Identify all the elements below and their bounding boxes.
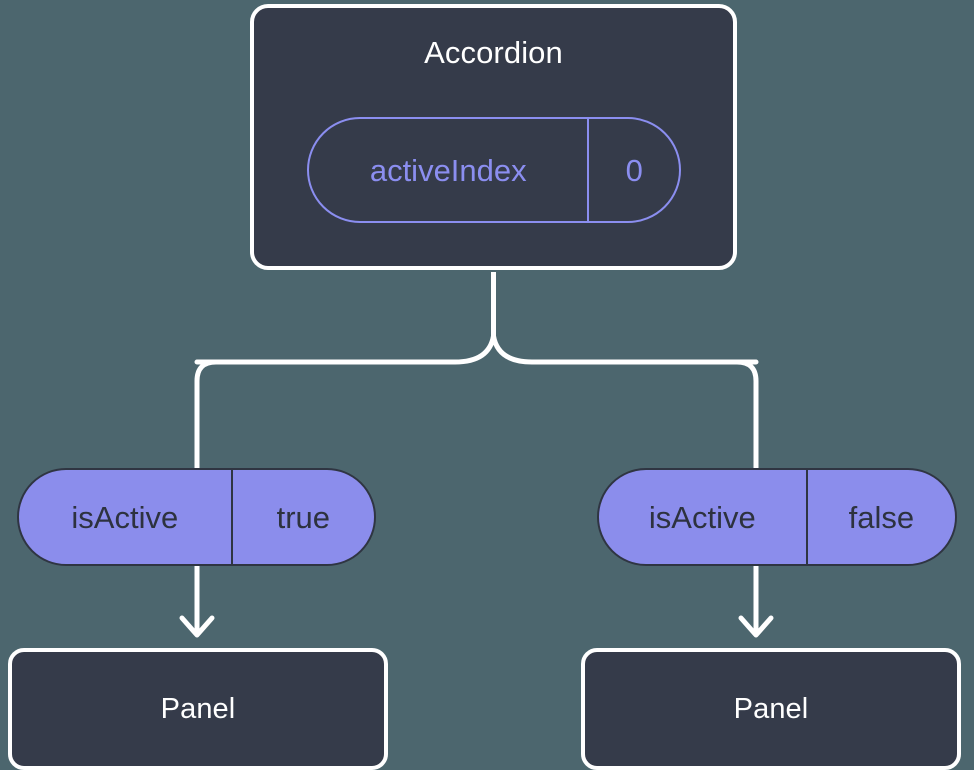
node-panel-right-title: Panel <box>733 692 809 725</box>
node-panel-left-title: Panel <box>160 692 236 725</box>
edge-fork-left <box>194 333 496 365</box>
edge-to-pill-right <box>734 359 759 473</box>
state-pill-activeindex[interactable]: activeIndex 0 <box>307 117 681 223</box>
node-panel-right[interactable]: Panel <box>581 648 961 770</box>
prop-pill-left-value: true <box>230 470 374 564</box>
prop-pill-left-key: isActive <box>71 499 179 535</box>
edge-fork-right <box>491 333 759 365</box>
node-panel-left[interactable]: Panel <box>8 648 388 770</box>
arrowhead-right-icon <box>738 615 774 638</box>
prop-pill-isactive-false[interactable]: isActive false <box>597 468 957 566</box>
prop-pill-right-value: false <box>805 470 955 564</box>
arrowhead-left-icon <box>179 615 215 638</box>
state-pill-value: 0 <box>587 119 679 221</box>
prop-pill-right-key: isActive <box>648 499 756 535</box>
edge-to-pill-left <box>194 359 219 473</box>
node-accordion-title: Accordion <box>424 35 563 70</box>
state-pill-key: activeIndex <box>369 152 527 188</box>
prop-pill-isactive-true[interactable]: isActive true <box>17 468 376 566</box>
